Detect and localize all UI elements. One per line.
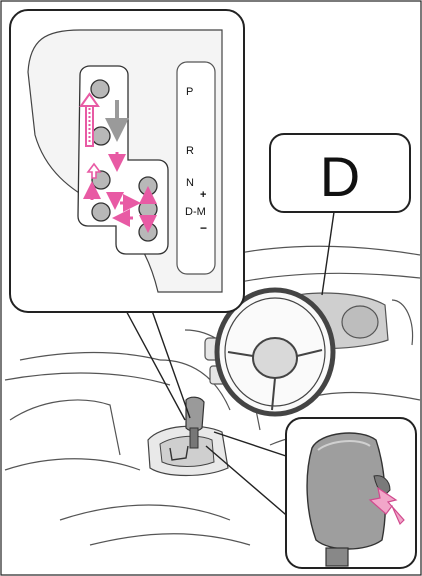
gate-position-p bbox=[91, 80, 109, 98]
gate-label-p: P bbox=[186, 86, 193, 98]
gate-position-m-plus bbox=[139, 177, 157, 195]
gate-position-r bbox=[92, 127, 110, 145]
gate-label-minus: − bbox=[200, 221, 207, 235]
indicator-letter: D bbox=[320, 145, 360, 208]
gate-label-plus: + bbox=[200, 189, 206, 201]
knob-closeup-panel bbox=[286, 418, 416, 568]
gate-label-dm: D-M bbox=[185, 206, 206, 218]
gate-label-r: R bbox=[186, 145, 194, 157]
shift-gate-panel bbox=[10, 10, 244, 312]
gate-position-d bbox=[92, 203, 110, 221]
gate-label-n: N bbox=[186, 177, 194, 189]
gate-position-m-minus bbox=[139, 223, 157, 241]
shifter-console bbox=[148, 426, 228, 475]
position-indicator: D bbox=[270, 134, 410, 212]
